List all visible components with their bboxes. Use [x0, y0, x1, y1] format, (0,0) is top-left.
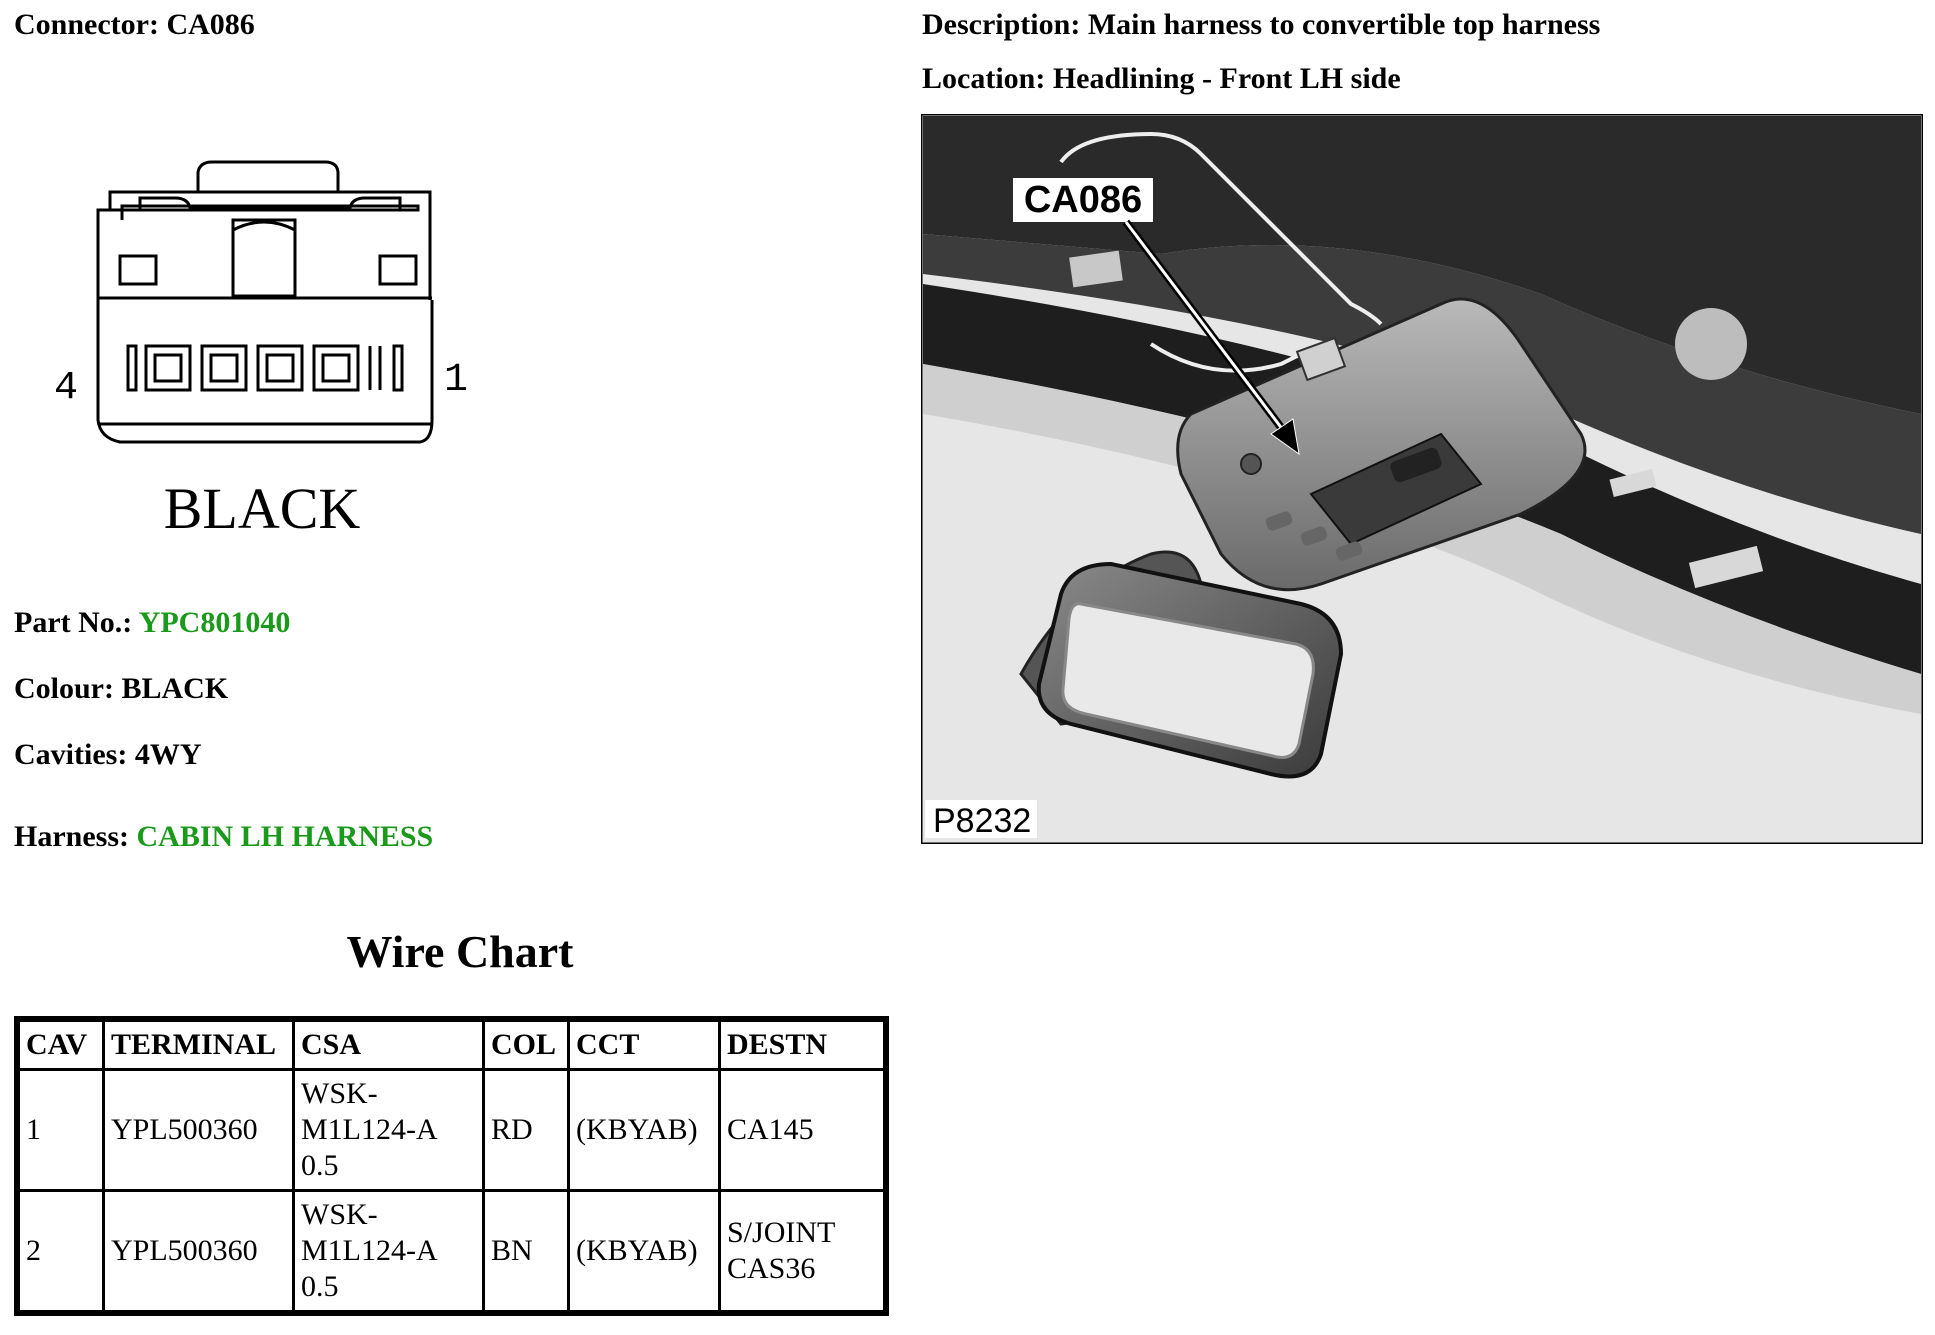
pin-1-label: 1: [444, 358, 468, 403]
part-no-label: Part No.:: [14, 606, 133, 639]
cell-destn: CA145: [721, 1071, 883, 1189]
wire-chart-table: CAV TERMINAL CSA COL CCT DESTN 1 YPL5003…: [14, 1016, 889, 1316]
connector-label: Connector:: [14, 8, 159, 41]
cell-cct: (KBYAB): [570, 1192, 718, 1310]
cavities-info: Cavities: 4WY: [14, 738, 201, 772]
colour-label: Colour:: [14, 672, 114, 705]
cell-terminal: YPL500360: [105, 1071, 292, 1189]
harness-info: Harness: CABIN LH HARNESS: [14, 820, 433, 854]
table-row: 2 YPL500360 WSK-M1L124-A 0.5 BN (KBYAB) …: [20, 1192, 883, 1310]
cell-cav: 2: [20, 1192, 102, 1310]
location-value: Headlining - Front LH side: [1052, 62, 1401, 95]
header-cct: CCT: [570, 1022, 718, 1068]
cavities-value: 4WY: [134, 738, 202, 771]
diagram-colour-label: BLACK: [164, 476, 361, 541]
location-info: Location: Headlining - Front LH side: [922, 62, 1401, 96]
cell-cav: 1: [20, 1071, 102, 1189]
cavities-label: Cavities:: [14, 738, 128, 771]
header-destn: DESTN: [721, 1022, 883, 1068]
harness-link[interactable]: CABIN LH HARNESS: [136, 820, 434, 853]
pin-4-label: 4: [54, 366, 78, 411]
cell-cct: (KBYAB): [570, 1071, 718, 1189]
table-header-row: CAV TERMINAL CSA COL CCT DESTN: [20, 1022, 883, 1068]
description-value: Main harness to convertible top harness: [1087, 8, 1601, 41]
connector-info: Connector: CA086: [14, 8, 255, 42]
header-col: COL: [485, 1022, 567, 1068]
photo-ref-label: P8232: [933, 802, 1031, 840]
colour-info: Colour: BLACK: [14, 672, 228, 706]
location-photo: CA086 P8232: [921, 114, 1923, 844]
cell-terminal: YPL500360: [105, 1192, 292, 1310]
cell-col: RD: [485, 1071, 567, 1189]
photo-callout-label: CA086: [1024, 179, 1142, 221]
cell-col: BN: [485, 1192, 567, 1310]
header-csa: CSA: [295, 1022, 482, 1068]
cell-csa: WSK-M1L124-A 0.5: [295, 1192, 482, 1310]
header-cav: CAV: [20, 1022, 102, 1068]
wire-chart-title: Wire Chart: [346, 926, 574, 977]
header-terminal: TERMINAL: [105, 1022, 292, 1068]
description-label: Description:: [922, 8, 1081, 41]
description-info: Description: Main harness to convertible…: [922, 8, 1600, 42]
cell-csa: WSK-M1L124-A 0.5: [295, 1071, 482, 1189]
location-label: Location:: [922, 62, 1046, 95]
connector-diagram: 4 1 BLACK: [54, 160, 468, 541]
part-no-info: Part No.: YPC801040: [14, 606, 290, 640]
harness-label: Harness:: [14, 820, 129, 853]
cell-destn: S/JOINT CAS36: [721, 1192, 883, 1310]
colour-value: BLACK: [121, 672, 229, 705]
table-row: 1 YPL500360 WSK-M1L124-A 0.5 RD (KBYAB) …: [20, 1071, 883, 1189]
part-no-link[interactable]: YPC801040: [138, 606, 291, 639]
connector-value: CA086: [166, 8, 255, 41]
